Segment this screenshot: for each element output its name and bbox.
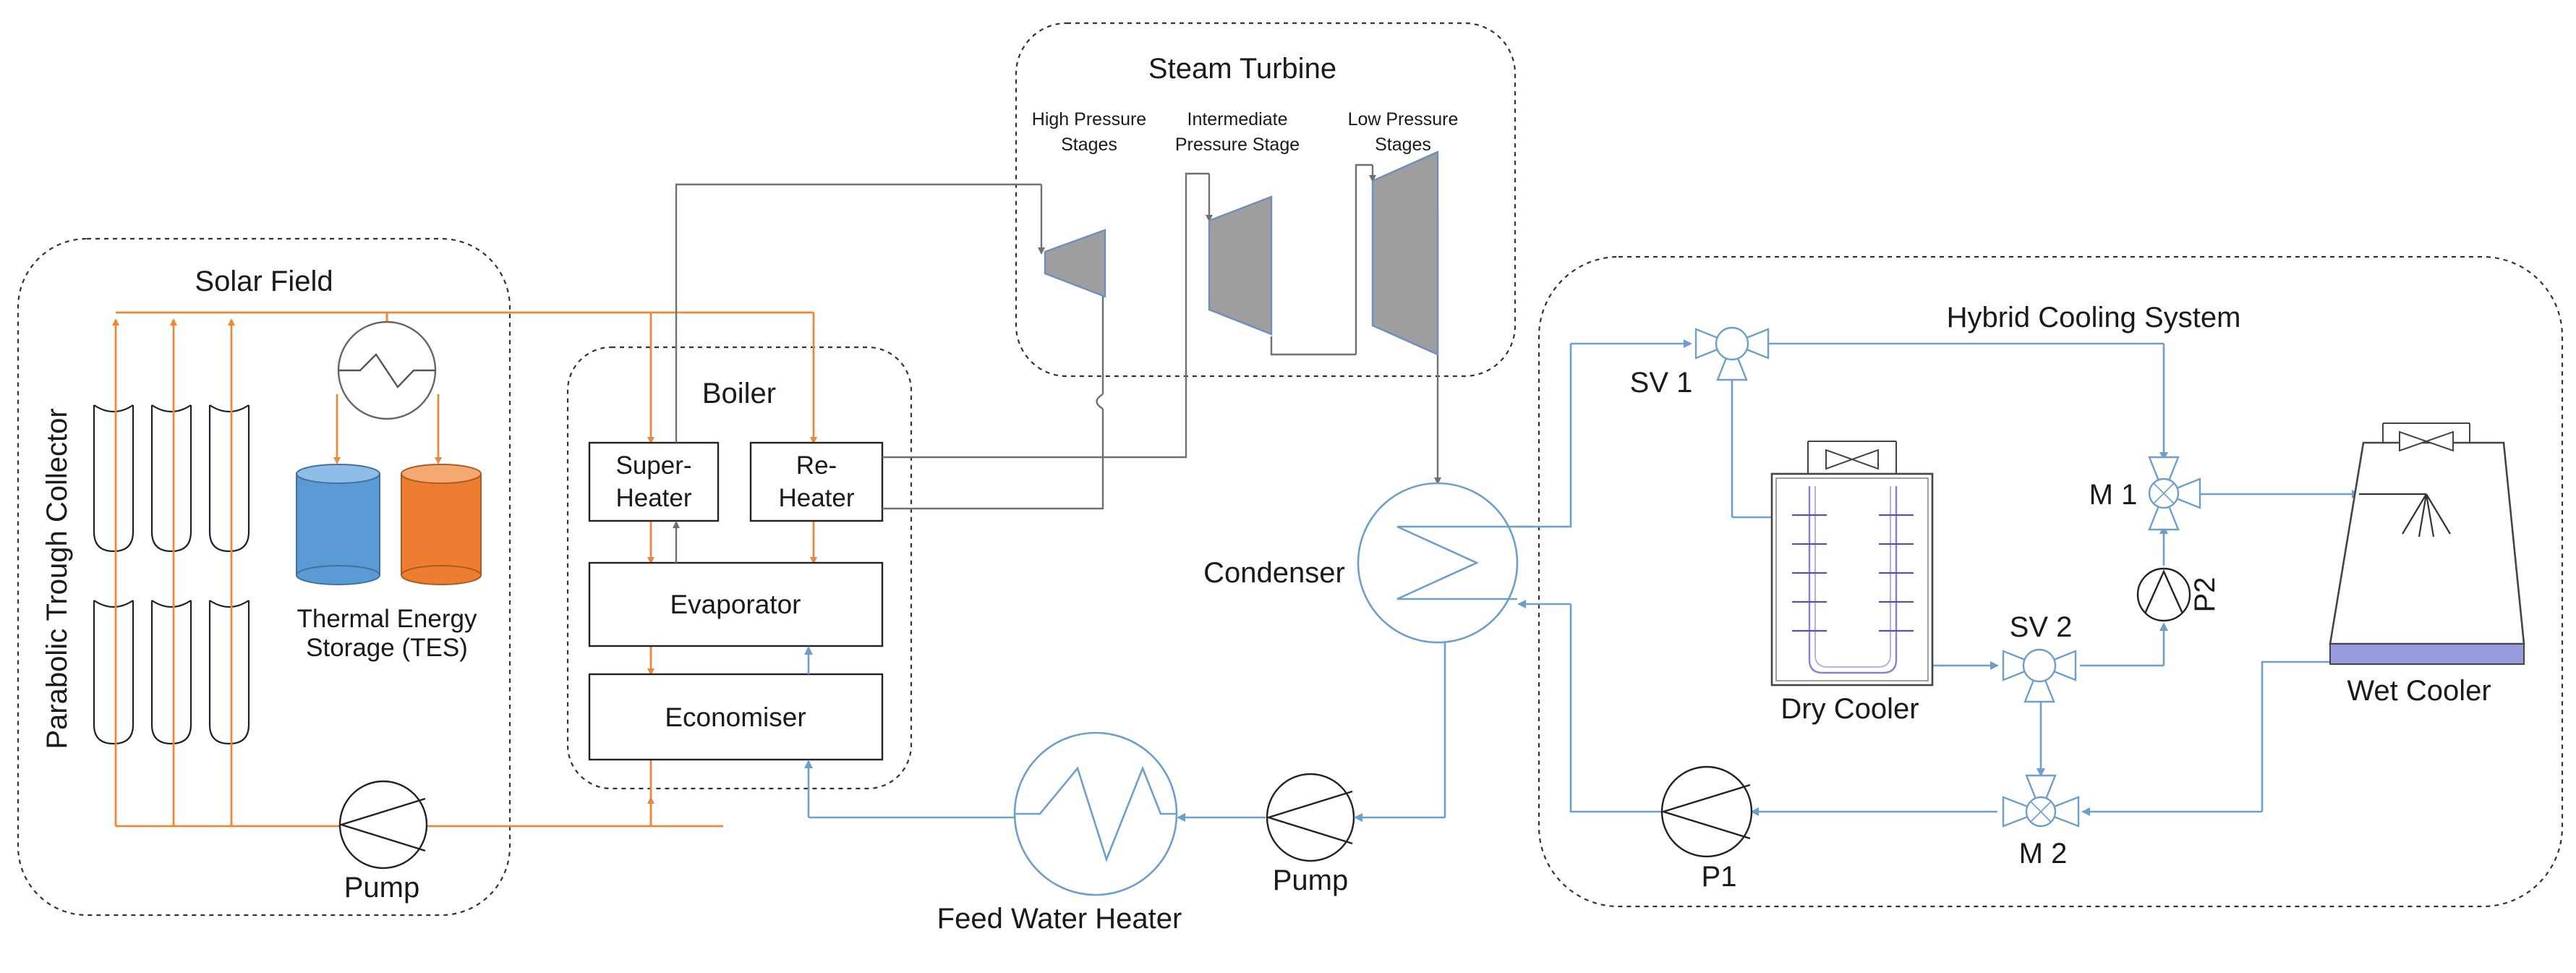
- lp-turbine-stage: [1371, 150, 1439, 356]
- solar-field-title: Solar Field: [195, 265, 333, 297]
- boiler-title: Boiler: [702, 378, 776, 409]
- water-piping: [804, 642, 1446, 822]
- parabolic-trough-collector-label: Parabolic Trough Collector: [41, 408, 73, 749]
- hybrid-cooling-boundary: [1538, 255, 2564, 908]
- hp-stage-label-line2: Stages: [1061, 135, 1117, 155]
- sv2-label: SV 2: [2010, 611, 2073, 643]
- p1-pump: [1660, 765, 1753, 858]
- superheater-box: [588, 441, 720, 522]
- feed-pump-label: Pump: [1273, 864, 1349, 896]
- p2-label: P2: [2189, 577, 2221, 613]
- feed-water-heater: [1013, 731, 1178, 896]
- ip-turbine-stage: [1208, 195, 1273, 336]
- m1-label: M 1: [2089, 479, 2138, 511]
- condenser: [1357, 482, 1533, 644]
- dry-cooler-label: Dry Cooler: [1780, 693, 1919, 725]
- hp-stage-label-line1: High Pressure: [1032, 109, 1146, 129]
- wet-cooler: [2329, 422, 2525, 665]
- solar-field-boundary: [17, 237, 511, 917]
- steam-turbine-title: Steam Turbine: [1148, 53, 1336, 85]
- ip-stage-label-line1: Intermediate: [1187, 109, 1288, 129]
- solar-pump-label: Pump: [344, 872, 420, 904]
- feed-pump: [1265, 773, 1355, 862]
- evaporator-label: Evaporator: [670, 590, 801, 619]
- lp-stage-label-line1: Low Pressure: [1348, 109, 1459, 129]
- steam-turbine-boundary: [1015, 22, 1517, 378]
- tes-hot-tank: [401, 464, 482, 585]
- tes-label-line1: Thermal Energy: [297, 605, 477, 633]
- reheater-label-line1: Re-: [796, 451, 837, 480]
- sv1-valve: [1694, 326, 1770, 381]
- lp-stage-label-line2: Stages: [1375, 135, 1431, 155]
- reheater-box: [749, 441, 884, 522]
- m1-valve: [2148, 456, 2201, 531]
- p2-pump: [2136, 567, 2191, 622]
- steam-piping: [675, 163, 1441, 510]
- evaporator-box: [588, 561, 884, 647]
- economiser-label: Economiser: [665, 702, 806, 732]
- tes-label-line2: Storage (TES): [306, 634, 468, 662]
- tes-cold-tank: [296, 464, 380, 585]
- hp-turbine-stage: [1044, 229, 1106, 298]
- reheater-label-line2: Heater: [778, 484, 854, 512]
- feed-water-heater-label: Feed Water Heater: [937, 903, 1182, 935]
- economiser-box: [588, 673, 884, 761]
- condenser-label: Condenser: [1203, 557, 1345, 589]
- wet-cooler-label: Wet Cooler: [2347, 675, 2491, 707]
- superheater-label-line1: Super-: [615, 451, 691, 480]
- sv2-valve: [2002, 648, 2077, 703]
- solar-pump: [338, 780, 428, 870]
- tes-heat-exchanger: [337, 320, 437, 420]
- superheater-label-line2: Heater: [615, 484, 691, 512]
- parabolic-trough-collector-array: [93, 404, 250, 745]
- ip-stage-label-line2: Pressure Stage: [1175, 135, 1300, 155]
- m2-valve: [2002, 774, 2080, 828]
- p1-label: P1: [1702, 861, 1737, 893]
- dry-cooler: [1770, 441, 1934, 687]
- m2-label: M 2: [2019, 838, 2068, 870]
- sv1-label: SV 1: [1630, 367, 1693, 399]
- hybrid-cooling-title: Hybrid Cooling System: [1947, 302, 2241, 333]
